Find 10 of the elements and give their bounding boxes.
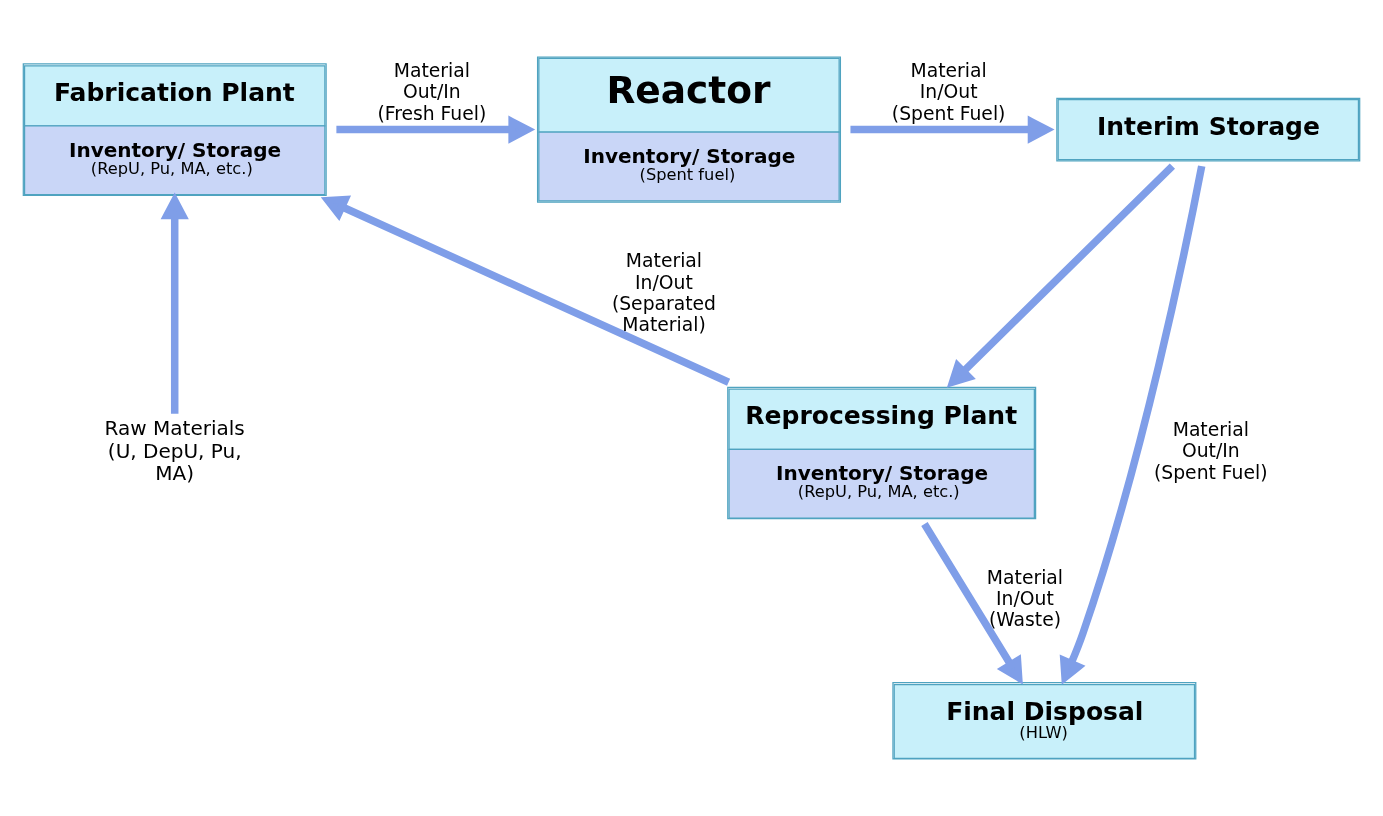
edge-label: Material In/Out (Separated Material) xyxy=(611,250,717,336)
arrow xyxy=(946,163,1176,388)
arrow xyxy=(1059,165,1206,685)
edge-label: Material Out/In (Spent Fuel) xyxy=(1154,419,1268,483)
arrow xyxy=(921,522,1023,685)
arrow xyxy=(320,195,731,386)
edge-label: Material In/Out (Spent Fuel) xyxy=(891,60,1006,124)
edge-label: Material In/Out (Waste) xyxy=(986,566,1064,631)
edge-label: Material Out/In (Fresh Fuel) xyxy=(377,60,487,124)
node-text: Raw Materials (U, DepU, Pu, MA) xyxy=(104,416,245,486)
